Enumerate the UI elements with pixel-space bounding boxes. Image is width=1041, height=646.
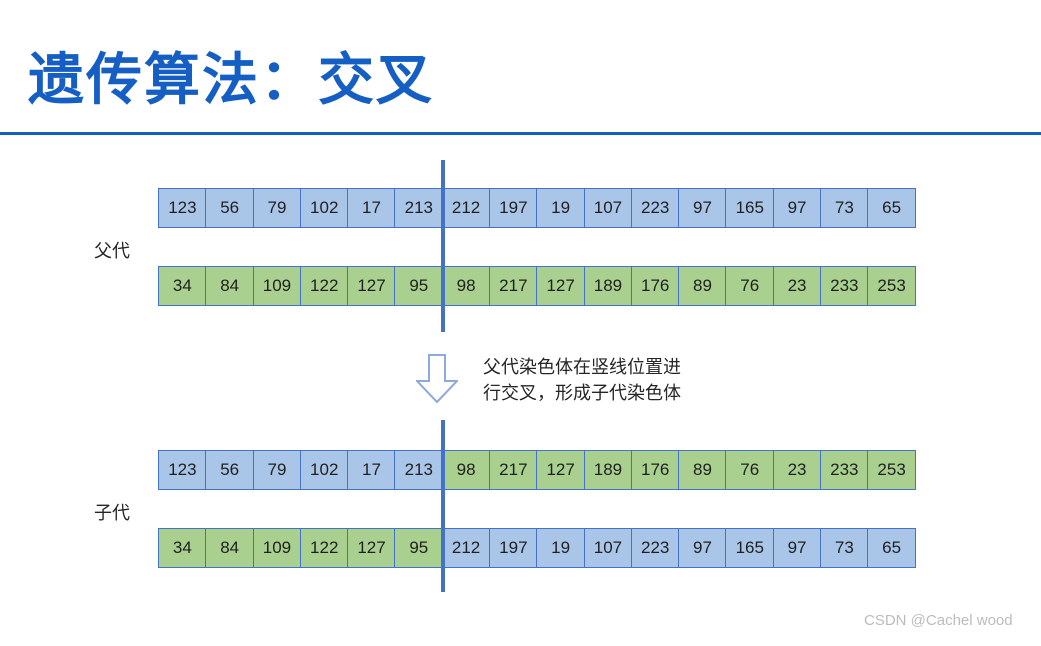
chromosome-cell: 23: [772, 266, 822, 306]
crossover-point-line-bottom: [441, 420, 445, 592]
chromosome-cell: 79: [252, 188, 302, 228]
chromosome-cell: 127: [347, 528, 396, 568]
chromosome-cell: 56: [205, 188, 255, 228]
chromosome-cell: 84: [205, 266, 255, 306]
down-arrow-icon: [416, 354, 458, 404]
crossover-annotation: 父代染色体在竖线位置进 行交叉，形成子代染色体: [483, 354, 681, 406]
chromosome-cell: 253: [867, 450, 916, 490]
chromosome-cell: 223: [630, 188, 680, 228]
chromosome-cell: 123: [158, 450, 207, 490]
watermark: CSDN @Cachel wood: [864, 612, 1013, 629]
chromosome-cell: 107: [583, 188, 633, 228]
chromosome-cell: 102: [299, 188, 349, 228]
chromosome-cell: 19: [536, 188, 586, 228]
chromosome-cell: 197: [488, 528, 538, 568]
chromosome-cell: 97: [772, 528, 822, 568]
chromosome-cell: 213: [394, 450, 444, 490]
chromosome-cell: 127: [536, 450, 586, 490]
chromosome-cell: 34: [158, 528, 207, 568]
chromosome-cell: 65: [867, 528, 916, 568]
chromosome-cell: 176: [630, 266, 680, 306]
chromosome-cell: 98: [441, 450, 491, 490]
chromosome-cell: 84: [205, 528, 255, 568]
page-title: 遗传算法：交叉: [28, 48, 434, 111]
chromosome-cell: 233: [819, 450, 869, 490]
chromosome-cell: 223: [630, 528, 680, 568]
chromosome-cell: 212: [441, 528, 491, 568]
chromosome-cell: 56: [205, 450, 255, 490]
chromosome-cell: 122: [299, 528, 349, 568]
chromosome-cell: 76: [725, 266, 775, 306]
annotation-line-1: 父代染色体在竖线位置进: [483, 357, 681, 377]
chromosome-cell: 127: [347, 266, 396, 306]
chromosome-cell: 97: [772, 188, 822, 228]
chromosome-cell: 98: [441, 266, 491, 306]
title-underline: [0, 132, 1041, 135]
chromosome-cell: 97: [678, 528, 727, 568]
chromosome-cell: 122: [299, 266, 349, 306]
chromosome-cell: 212: [441, 188, 491, 228]
chromosome-cell: 95: [394, 528, 444, 568]
chromosome-cell: 107: [583, 528, 633, 568]
chromosome-cell: 95: [394, 266, 444, 306]
chromosome-cell: 76: [725, 450, 775, 490]
chromosome-cell: 23: [772, 450, 822, 490]
chromosome-cell: 89: [678, 450, 727, 490]
chromosome-cell: 127: [536, 266, 586, 306]
parent-generation-label: 父代: [94, 241, 130, 261]
chromosome-cell: 102: [299, 450, 349, 490]
crossover-point-line-top: [441, 160, 445, 332]
annotation-line-2: 行交叉，形成子代染色体: [483, 383, 681, 403]
chromosome-cell: 165: [725, 188, 775, 228]
chromosome-cell: 197: [488, 188, 538, 228]
chromosome-cell: 34: [158, 266, 207, 306]
chromosome-cell: 17: [347, 188, 396, 228]
chromosome-cell: 123: [158, 188, 207, 228]
chromosome-cell: 109: [252, 266, 302, 306]
chromosome-cell: 89: [678, 266, 727, 306]
chromosome-cell: 79: [252, 450, 302, 490]
chromosome-cell: 213: [394, 188, 444, 228]
chromosome-cell: 217: [488, 266, 538, 306]
chromosome-cell: 217: [488, 450, 538, 490]
chromosome-cell: 17: [347, 450, 396, 490]
chromosome-cell: 73: [819, 528, 869, 568]
chromosome-cell: 189: [583, 450, 633, 490]
chromosome-cell: 165: [725, 528, 775, 568]
chromosome-cell: 109: [252, 528, 302, 568]
chromosome-cell: 176: [630, 450, 680, 490]
child-generation-label: 子代: [94, 503, 130, 523]
chromosome-cell: 189: [583, 266, 633, 306]
chromosome-cell: 253: [867, 266, 916, 306]
chromosome-cell: 73: [819, 188, 869, 228]
chromosome-cell: 97: [678, 188, 727, 228]
chromosome-cell: 233: [819, 266, 869, 306]
chromosome-cell: 19: [536, 528, 586, 568]
chromosome-cell: 65: [867, 188, 916, 228]
